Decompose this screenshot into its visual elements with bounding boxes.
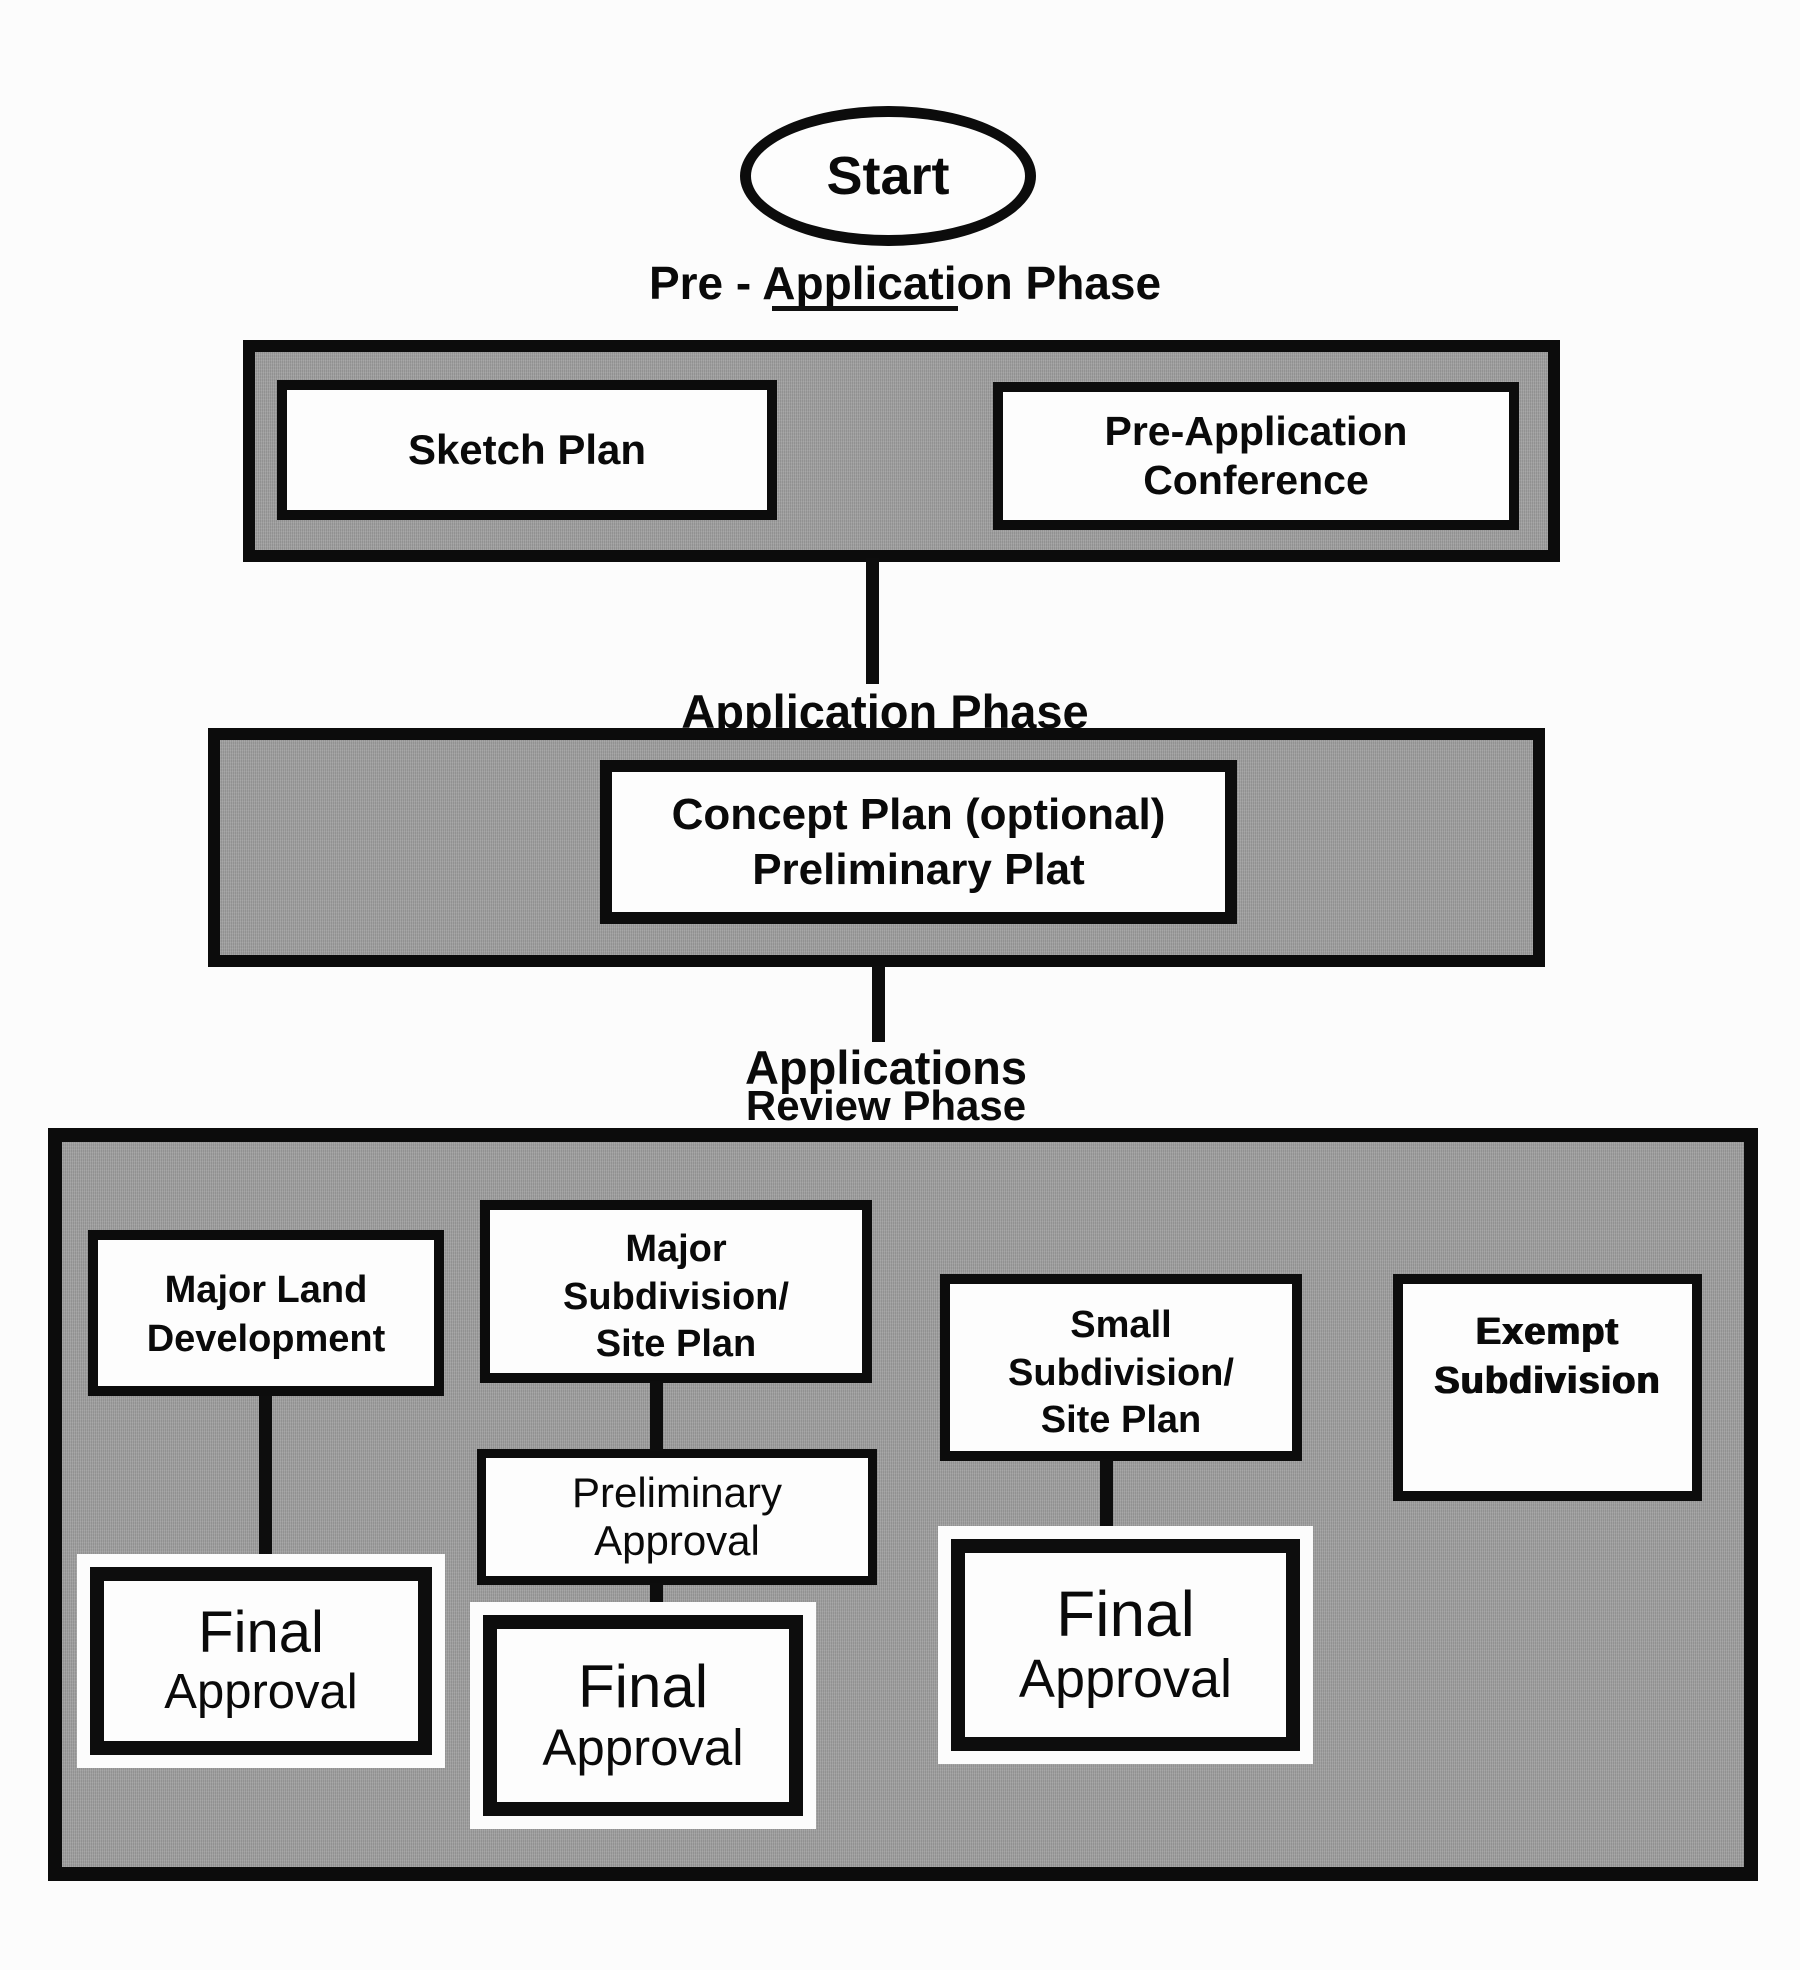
pre-application-phase-heading: Pre - Application Phase xyxy=(648,257,1162,309)
approval-word: Approval xyxy=(164,1664,358,1719)
final-approval-frame: Final Approval xyxy=(483,1615,803,1816)
sketch-plan-node: Sketch Plan xyxy=(277,380,777,520)
final-approval-frame: Final Approval xyxy=(90,1567,432,1755)
connector-preliminary-to-final xyxy=(650,1583,663,1605)
connector-preapp-to-application xyxy=(866,558,879,684)
final-approval-node-major-land: Final Approval xyxy=(77,1554,445,1768)
start-node: Start xyxy=(740,106,1036,246)
final-approval-node-small-subdivision: Final Approval xyxy=(938,1526,1313,1764)
concept-plan-preliminary-plat-node: Concept Plan (optional) Preliminary Plat xyxy=(600,760,1237,924)
connector-major-land-to-final xyxy=(259,1396,272,1557)
approval-word: Approval xyxy=(1018,1648,1233,1709)
start-label: Start xyxy=(826,146,950,206)
connector-small-subdivision-to-final xyxy=(1100,1459,1113,1528)
final-approval-node-major-subdivision: Final Approval xyxy=(470,1602,816,1829)
final-word: Final xyxy=(198,1599,324,1665)
final-word: Final xyxy=(577,1652,709,1720)
review-phase-heading-line2: Review Phase xyxy=(745,1082,1027,1129)
pre-application-conference-node: Pre-Application Conference xyxy=(993,382,1519,530)
exempt-subdivision-node: Exempt Subdivision xyxy=(1393,1274,1702,1501)
major-subdivision-site-plan-node: Major Subdivision/ Site Plan xyxy=(480,1200,872,1383)
preliminary-approval-node: Preliminary Approval xyxy=(477,1449,877,1585)
review-phase-heading-line1: Applications xyxy=(744,1041,1028,1094)
final-word: Final xyxy=(1056,1577,1195,1650)
major-land-development-node: Major Land Development xyxy=(88,1230,444,1396)
connector-major-subdivision-to-preliminary xyxy=(650,1381,663,1451)
connector-application-to-review xyxy=(872,966,885,1042)
final-approval-frame: Final Approval xyxy=(951,1539,1300,1751)
approval-word: Approval xyxy=(542,1718,744,1776)
small-subdivision-site-plan-node: Small Subdivision/ Site Plan xyxy=(940,1274,1302,1461)
heading-partial-underline xyxy=(772,306,958,311)
